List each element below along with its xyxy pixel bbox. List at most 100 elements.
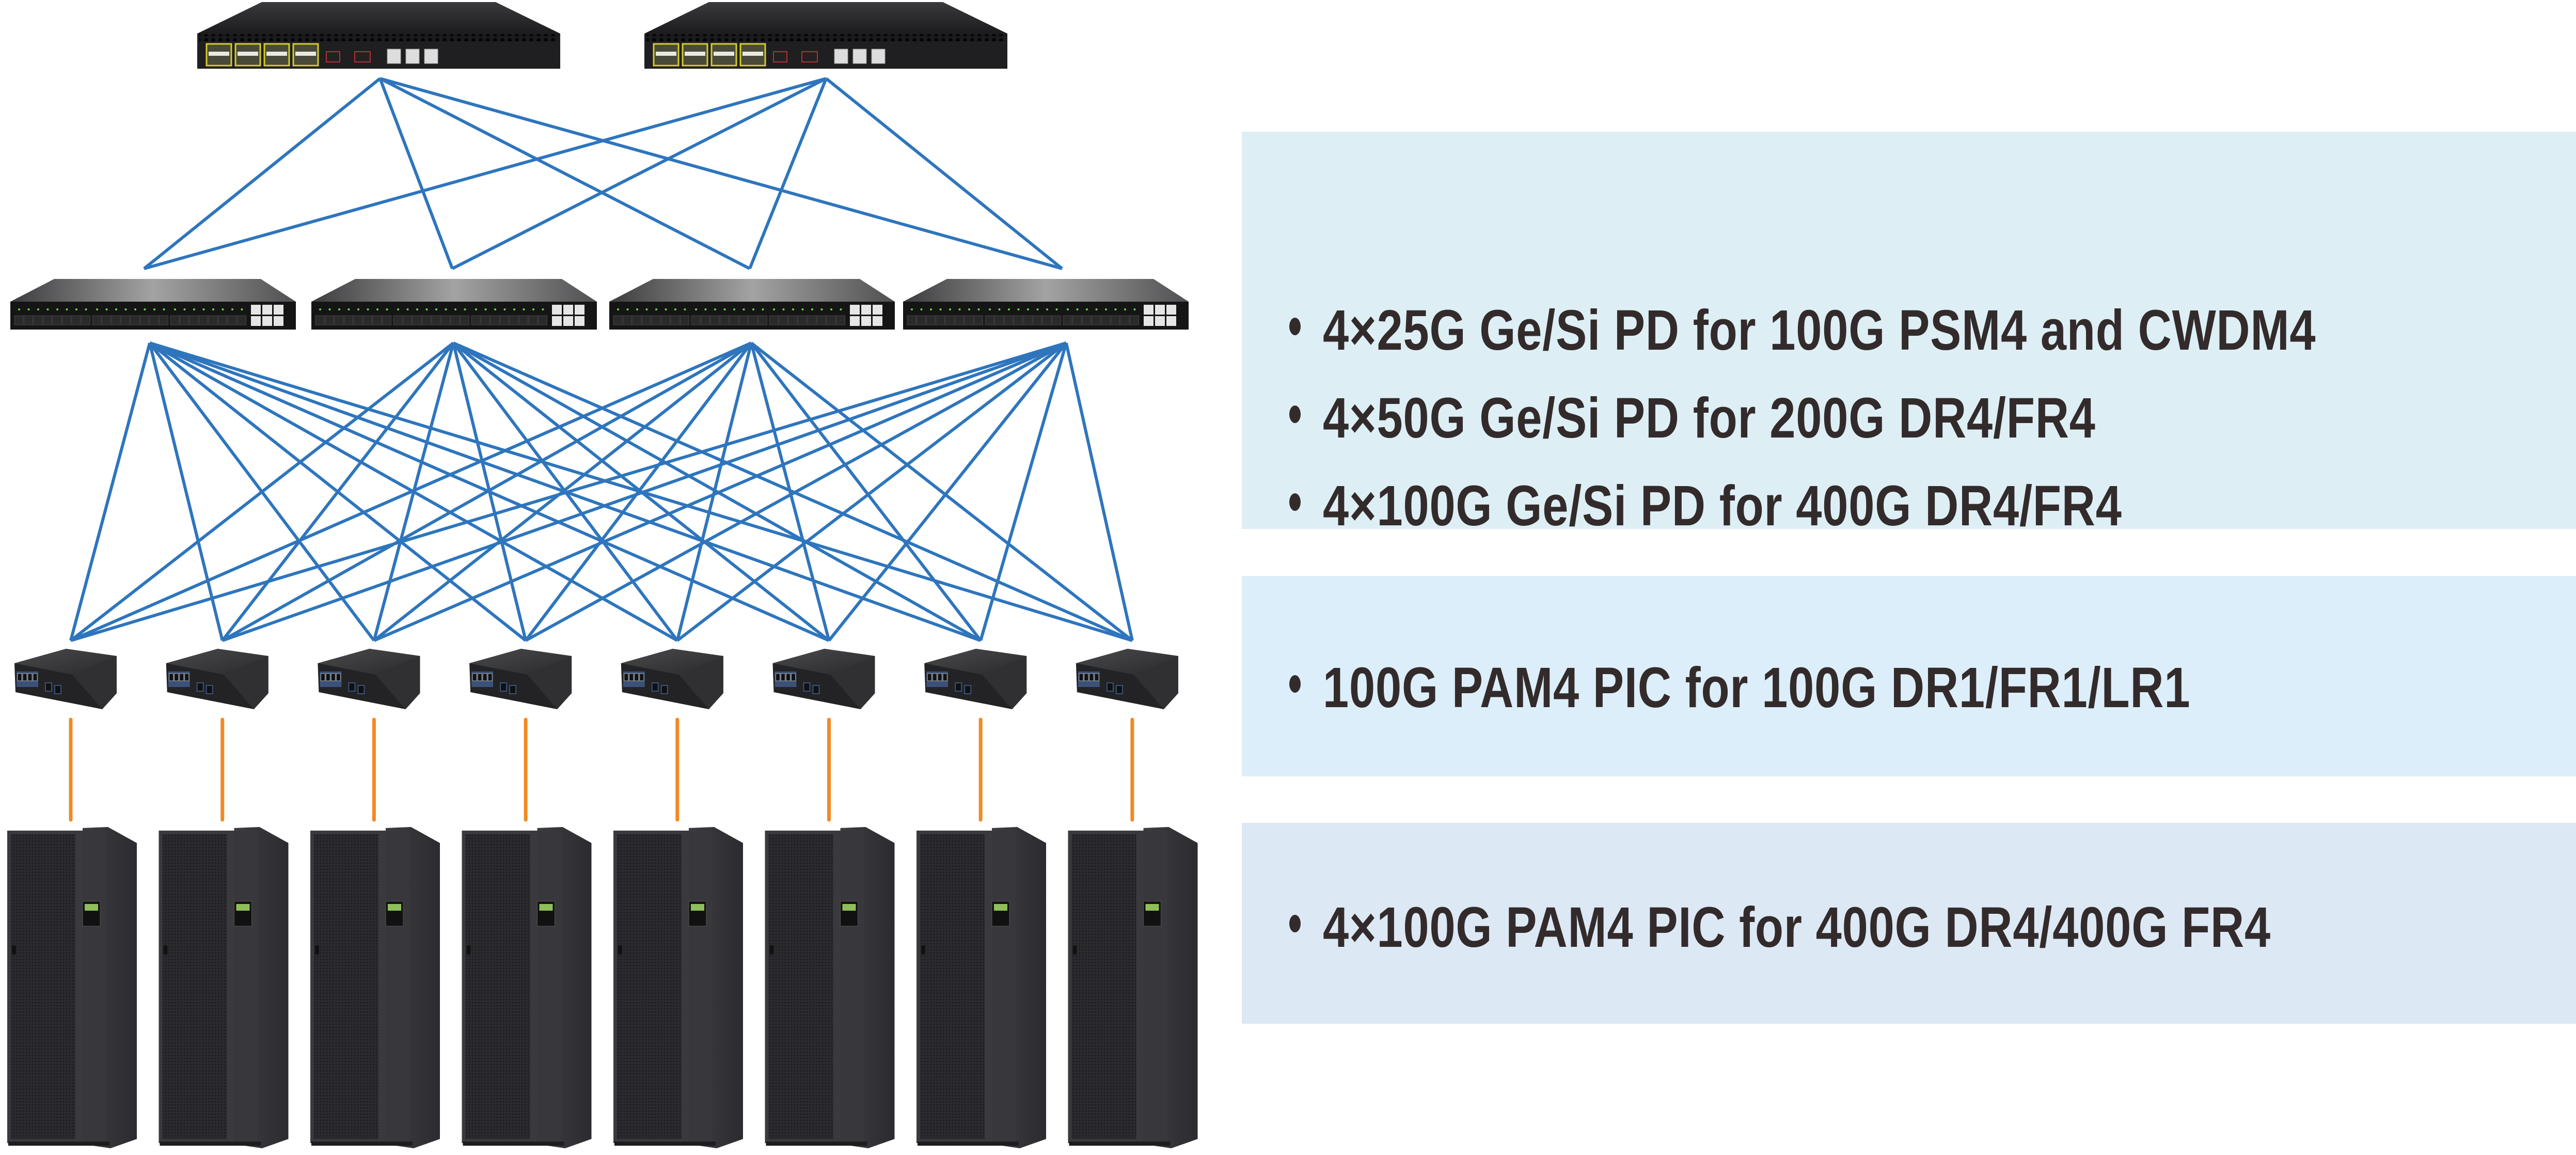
sfp-port: [500, 682, 508, 692]
bullet-icon: [1288, 644, 1309, 732]
status-led: [124, 308, 127, 310]
sfp-port: [916, 315, 926, 325]
rack-door-mesh: [768, 834, 833, 1139]
server-rack-icon: [159, 827, 289, 1148]
leaf-tor-link: [979, 342, 1068, 641]
status-led: [85, 308, 87, 310]
status-led: [655, 308, 657, 310]
rack-door-mesh: [314, 834, 378, 1139]
spec-panel-pd: 4×25G Ge/Si PD for 100G PSM4 and CWDM4 4…: [1242, 132, 2576, 538]
rj45-port: [624, 673, 629, 681]
rj45-port: [861, 316, 871, 326]
rj45-port: [472, 673, 477, 681]
spine-leaf-link: [378, 77, 454, 270]
status-led: [840, 308, 842, 310]
server-rack-icon: [1068, 827, 1198, 1148]
sfp-port: [779, 315, 788, 325]
leaf-tor-link: [222, 341, 1067, 642]
sfp-port: [441, 315, 450, 325]
sfp-port: [218, 315, 227, 325]
status-led: [542, 308, 544, 310]
qsfp-port: [354, 51, 371, 63]
status-led: [222, 308, 224, 310]
status-led: [435, 308, 437, 310]
vent-strip: [646, 34, 1005, 41]
status-led: [920, 308, 923, 310]
sfp-port: [817, 315, 826, 325]
rj45-port: [563, 305, 573, 315]
tor-top: [621, 649, 723, 675]
rj45-port: [1094, 673, 1099, 681]
sfp-port: [729, 315, 739, 325]
sfp-port: [431, 315, 441, 325]
rack-handle: [12, 945, 16, 955]
sfp-port: [632, 315, 642, 325]
tor-side: [224, 656, 268, 709]
status-led: [231, 308, 233, 310]
sfp-port: [500, 315, 509, 325]
leaf-tor-link: [70, 341, 1067, 642]
rack-base: [1069, 1142, 1171, 1146]
sfp-port: [62, 315, 71, 325]
bullet-icon: [1288, 374, 1309, 462]
sfp-port: [81, 315, 90, 325]
sfp-port: [206, 685, 213, 694]
sfp-port: [159, 315, 168, 325]
rj45-port: [1144, 305, 1153, 315]
rack-lcd: [842, 904, 856, 911]
sfp-port: [1004, 315, 1014, 325]
status-led: [752, 308, 754, 310]
tor-side: [830, 656, 875, 709]
rack-front-side: [1143, 831, 1167, 1143]
sfp-port: [14, 315, 24, 325]
leaf-tor-link: [148, 342, 224, 641]
status-led: [454, 308, 456, 310]
tor-side: [1133, 656, 1178, 709]
status-led: [949, 308, 951, 310]
sfp-port: [769, 315, 779, 325]
status-led: [989, 308, 991, 310]
aggregation-switch-icon: [609, 279, 895, 330]
aggregation-switch-icon: [10, 279, 296, 330]
sfp-port: [519, 315, 528, 325]
rj45-port: [487, 673, 493, 681]
status-led: [212, 308, 214, 310]
sfp-port: [1115, 685, 1123, 694]
sfp-port: [1042, 315, 1052, 325]
status-led: [1027, 308, 1029, 310]
sfp-port: [661, 315, 670, 325]
rj45-port: [330, 673, 336, 681]
sfp-label: [209, 52, 229, 56]
server-rack-icon: [916, 827, 1046, 1148]
sfp-port: [807, 315, 817, 325]
rack-base: [8, 1142, 109, 1146]
sfp-port: [985, 315, 994, 325]
spec-panel-100g-pic: 100G PAM4 PIC for 100G DR1/FR1/LR1: [1242, 576, 2576, 776]
rack-lcd: [691, 904, 704, 911]
sfp-port: [412, 315, 422, 325]
status-led: [1133, 308, 1136, 310]
server-rack-icon: [765, 827, 895, 1148]
rj45-port: [776, 673, 780, 681]
status-led: [425, 308, 428, 310]
sfp-port: [170, 315, 180, 325]
sfp-port: [812, 685, 820, 694]
status-led: [645, 308, 648, 310]
leaf-tor-link: [750, 341, 1133, 642]
rj45-port: [336, 673, 341, 681]
sfp-port: [803, 682, 811, 692]
rj45-port: [1155, 305, 1165, 315]
spec-item: 4×100G PAM4 PIC for 400G DR4/400G FR4: [1288, 884, 2479, 972]
switch-top: [609, 279, 895, 302]
sfp-port: [180, 315, 189, 325]
sfp-port: [102, 315, 111, 325]
sfp-port: [227, 315, 237, 325]
status-led: [626, 308, 629, 310]
status-led: [830, 308, 832, 310]
spine-leaf-link: [825, 77, 1063, 270]
server-rack-icon: [7, 827, 137, 1148]
sfp-port: [45, 682, 52, 692]
sfp-port: [196, 682, 204, 692]
spec-list: 100G PAM4 PIC for 100G DR1/FR1/LR1: [1288, 644, 2381, 732]
sfp-port: [237, 315, 246, 325]
